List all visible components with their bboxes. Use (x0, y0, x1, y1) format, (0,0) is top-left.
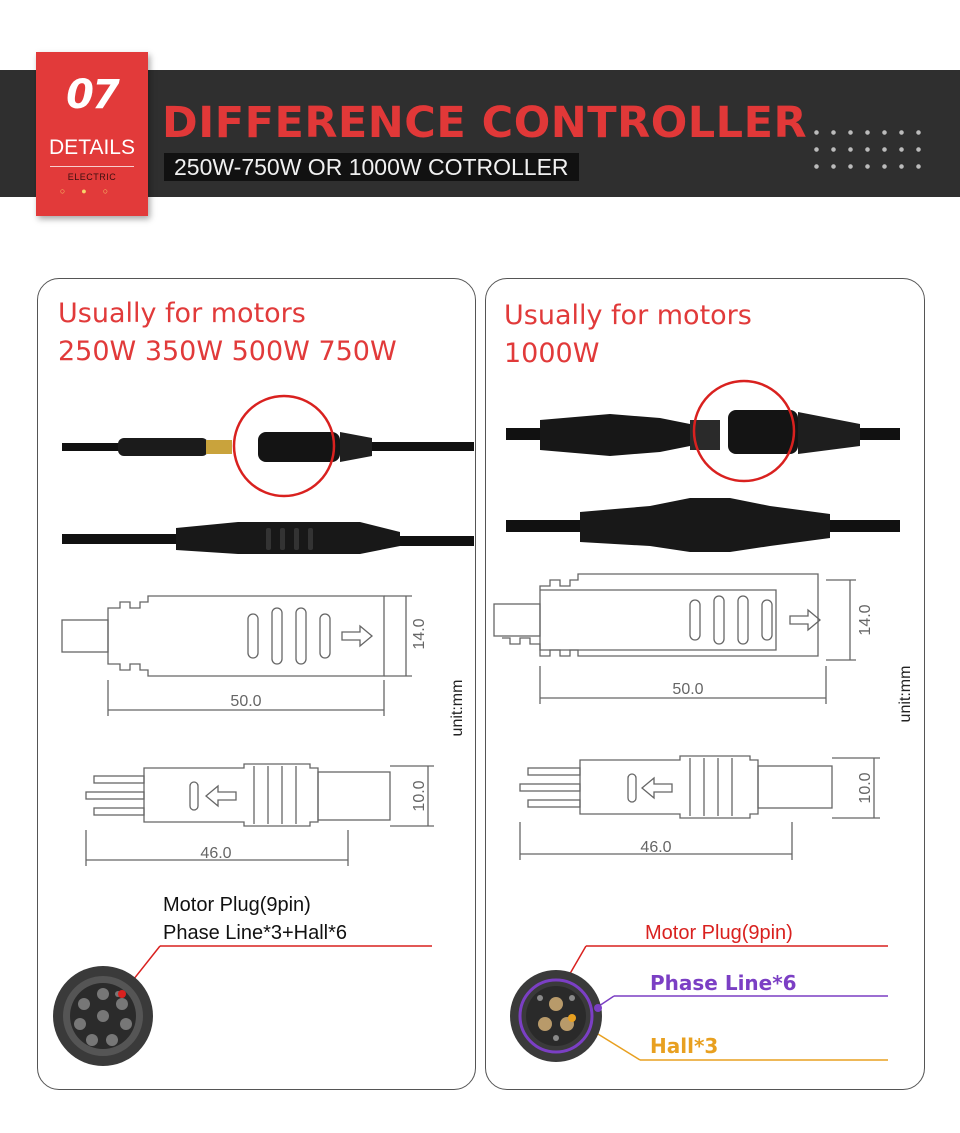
right-phase-label: Phase Line*6 (650, 971, 797, 995)
right-unit-label: unit:mm (897, 666, 914, 723)
left-panel (37, 278, 476, 1090)
badge-label: DETAILS (49, 136, 135, 159)
right-panel (485, 278, 925, 1090)
page-subtitle: 250W-750W OR 1000W COTROLLER (164, 153, 579, 181)
badge-divider (50, 166, 134, 167)
left-dim-large-height: 14.0 (411, 618, 428, 649)
right-hall-label: Hall*3 (650, 1034, 719, 1058)
right-dim-large-height: 14.0 (857, 604, 874, 635)
right-dim-small-height: 10.0 (857, 772, 874, 803)
page-title: DIFFERENCE CONTROLLER (162, 98, 808, 148)
dot-grid-decoration (808, 124, 928, 176)
left-plug-label-line1: Motor Plug(9pin) (163, 894, 311, 916)
left-heading-line2: 250W 350W 500W 750W (58, 336, 397, 367)
badge-tag: ELECTRIC (67, 172, 117, 182)
right-dim-small-width: 46.0 (640, 839, 671, 856)
left-heading-line1: Usually for motors (58, 298, 306, 329)
left-unit-label: unit:mm (449, 680, 466, 737)
left-dim-large-width: 50.0 (230, 693, 261, 710)
right-dim-large-width: 50.0 (672, 681, 703, 698)
left-plug-label-line2: Phase Line*3+Hall*6 (163, 922, 348, 944)
right-plug-label: Motor Plug(9pin) (645, 922, 793, 944)
badge-number: 07 (66, 72, 120, 118)
left-dim-small-height: 10.0 (411, 780, 428, 811)
right-heading-line2: 1000W (504, 338, 600, 369)
badge-dots-icon: ○●○ (59, 186, 125, 196)
right-heading-line1: Usually for motors (504, 300, 752, 331)
section-badge: 07 DETAILS ELECTRIC ○●○ (36, 52, 148, 216)
left-dim-small-width: 46.0 (200, 845, 231, 862)
